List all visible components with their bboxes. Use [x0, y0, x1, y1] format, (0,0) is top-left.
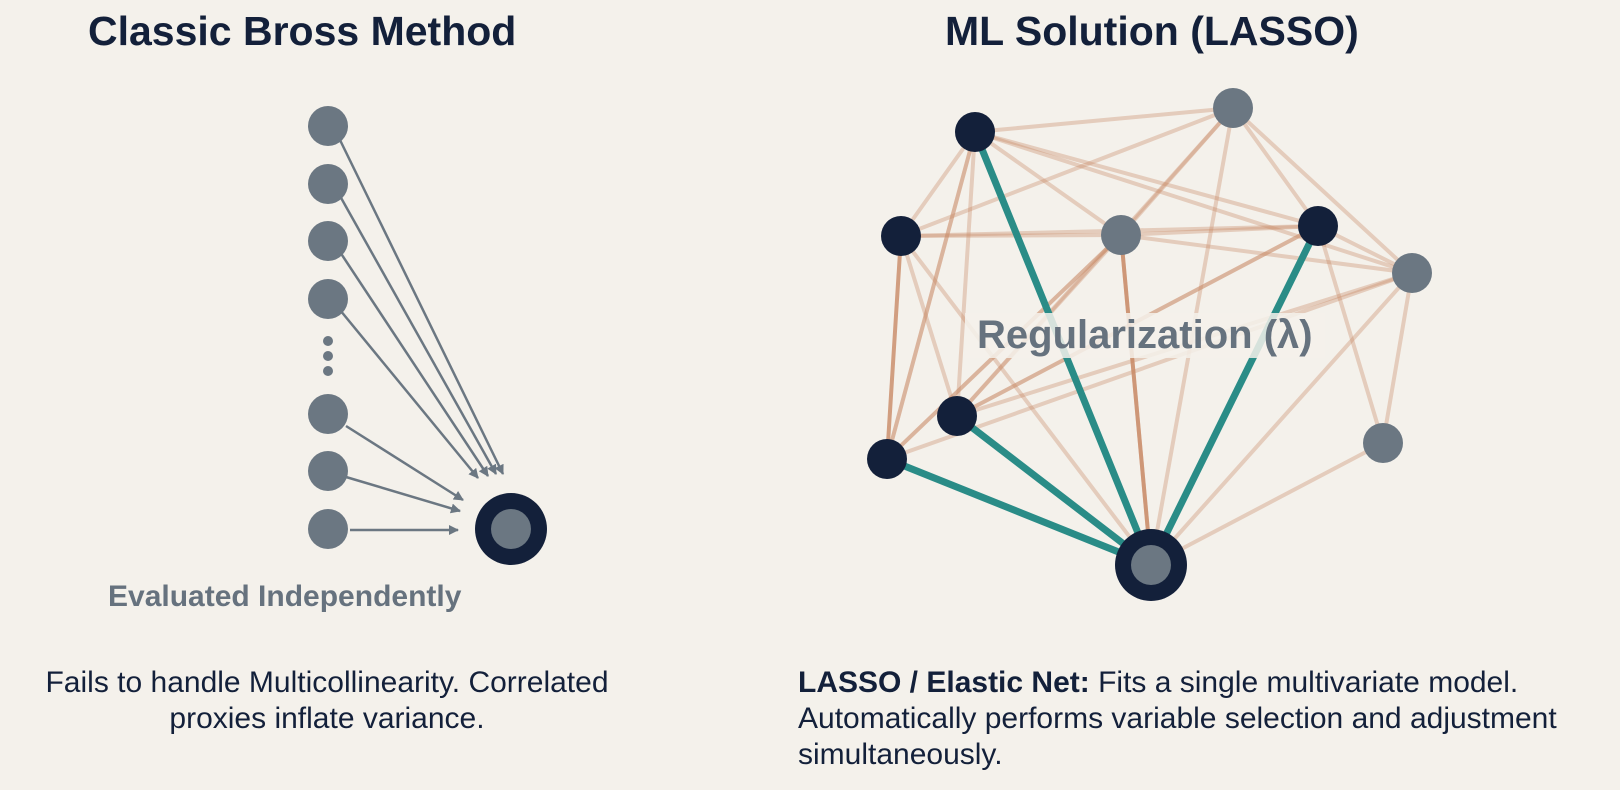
- network-edges: [885, 106, 1414, 569]
- correlation-edge: [1120, 233, 1413, 275]
- ellipsis-dot: [323, 351, 333, 361]
- selected-variable-node: [1298, 206, 1338, 246]
- selected-variable-node: [867, 439, 907, 479]
- predictor-node: [308, 394, 348, 434]
- predictor-node: [308, 509, 348, 549]
- predictor-node: [308, 279, 348, 319]
- selected-edge: [885, 455, 1153, 569]
- predictor-node: [308, 164, 348, 204]
- correlation-edge: [885, 235, 903, 460]
- dropped-variable-node: [1101, 215, 1141, 255]
- dropped-variable-node: [1213, 88, 1253, 128]
- predictor-node: [308, 106, 348, 146]
- left-arrows: [338, 139, 505, 535]
- left-predictors: [308, 106, 348, 549]
- correlation-edge: [899, 130, 977, 238]
- correlation-edge: [973, 130, 1123, 237]
- correlation-edge: [1119, 106, 1235, 237]
- correlation-edge: [955, 131, 977, 417]
- right-caption: LASSO / Elastic Net: Fits a single multi…: [798, 665, 1578, 773]
- ellipsis-dot: [323, 366, 333, 376]
- left-target-node: [475, 493, 547, 565]
- evaluated-independently-label: Evaluated Independently: [108, 580, 462, 613]
- selected-variable-node: [955, 112, 995, 152]
- dropped-variable-node: [1363, 423, 1403, 463]
- predictor-node: [308, 221, 348, 261]
- arrow: [338, 195, 498, 475]
- selected-variable-node: [881, 216, 921, 256]
- arrow: [338, 139, 505, 475]
- caption-bold: LASSO / Elastic Net:: [798, 666, 1090, 699]
- correlation-edge: [1316, 225, 1385, 444]
- dropped-variable-node: [1392, 253, 1432, 293]
- selected-variable-node: [937, 396, 977, 436]
- correlation-edge: [1231, 106, 1414, 275]
- predictor-node: [308, 451, 348, 491]
- arrow: [338, 251, 490, 477]
- network-nodes: [867, 88, 1432, 601]
- right-panel-title: ML Solution (LASSO): [945, 8, 1359, 54]
- selected-edge: [1147, 224, 1322, 567]
- correlation-edge: [885, 131, 977, 460]
- correlation-edge: [899, 235, 959, 417]
- correlation-edge: [1119, 234, 1153, 566]
- correlation-edge: [974, 130, 1413, 275]
- correlation-edge: [885, 131, 977, 460]
- correlation-edge: [1149, 271, 1414, 567]
- arrow: [345, 424, 464, 502]
- target-node-inner: [1131, 545, 1171, 585]
- correlation-edge: [1120, 224, 1319, 237]
- correlation-edge: [899, 234, 1153, 567]
- correlation-edge: [900, 233, 1122, 238]
- correlation-edge: [1150, 441, 1384, 567]
- selected-edge: [954, 413, 1154, 568]
- left-caption: Fails to handle Multicollinearity. Corre…: [45, 666, 609, 735]
- caption-text: Fits a single multivariate model. Automa…: [798, 666, 1557, 771]
- correlation-edge: [955, 106, 1235, 418]
- ellipsis-dot: [323, 336, 333, 346]
- regularization-label: Regularization (λ): [965, 313, 1325, 358]
- arrow: [345, 475, 461, 514]
- correlation-edge: [1231, 106, 1320, 228]
- correlation-edge: [974, 130, 1319, 228]
- arrow: [339, 309, 479, 479]
- left-panel-title: Classic Bross Method: [88, 8, 517, 54]
- correlation-edge: [900, 106, 1234, 238]
- correlation-edge: [974, 106, 1234, 134]
- correlation-edge: [1381, 272, 1414, 444]
